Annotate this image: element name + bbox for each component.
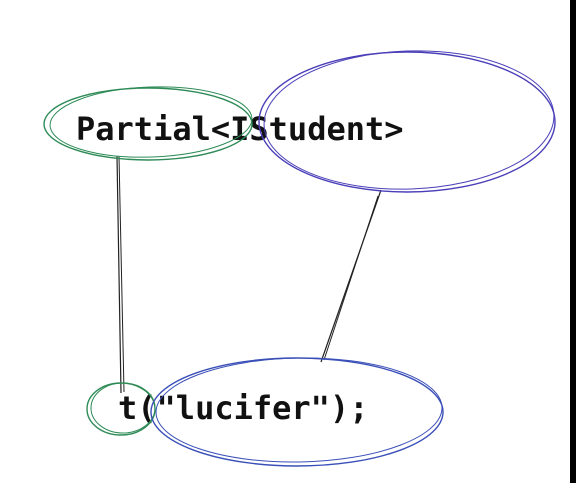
connector-partial-to-t (116, 155, 125, 394)
right-edge-bar (570, 0, 576, 483)
type-expression-text: Partial<IStudent> (76, 110, 404, 148)
call-expression-text: t("lucifer"); (118, 389, 368, 427)
connector-istudent-to-argument (320, 189, 382, 363)
blue-ellipse-istudent (258, 50, 556, 193)
green-ellipse-t (86, 382, 156, 436)
green-ellipse-partial (43, 86, 253, 161)
blue-ellipse-argument (150, 357, 444, 467)
